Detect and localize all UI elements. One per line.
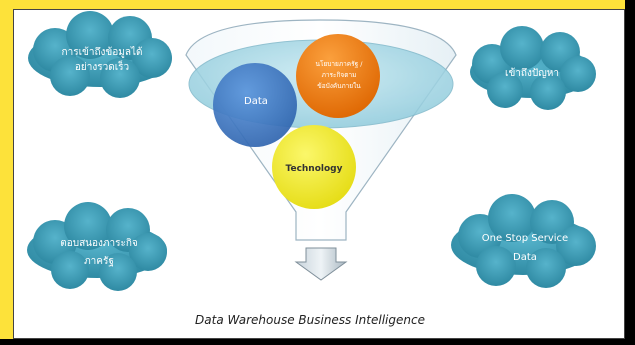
data-circle-label: Data bbox=[244, 96, 268, 107]
cloud-bottom-right-line1: One Stop Service bbox=[482, 233, 568, 244]
cloud-top-right: เข้าถึงปัญหา bbox=[470, 26, 596, 110]
policy-circle bbox=[296, 34, 380, 118]
down-arrow-icon bbox=[294, 247, 348, 281]
cloud-top-left-line2: อย่างรวดเร็ว bbox=[75, 59, 129, 73]
cloud-bottom-left-line2: ภาครัฐ bbox=[84, 256, 114, 267]
data-circle bbox=[213, 63, 297, 147]
yellow-left-band bbox=[0, 0, 13, 345]
cloud-top-left-line1: การเข้าถึงข้อมูลได้ bbox=[62, 46, 143, 58]
cloud-top-right-line1: เข้าถึงปัญหา bbox=[505, 67, 559, 79]
policy-label-line3: ข้อบังคับภายใน bbox=[317, 82, 361, 90]
cloud-bottom-left: ตอบสนองภาระกิจ ภาครัฐ bbox=[27, 202, 167, 291]
technology-circle bbox=[272, 125, 356, 209]
diagram-caption: Data Warehouse Business Intelligence bbox=[195, 313, 425, 327]
cloud-bottom-right: One Stop Service Data bbox=[451, 194, 596, 288]
yellow-top-band bbox=[0, 0, 635, 9]
policy-label-line1: นโยบายภาครัฐ / bbox=[316, 60, 364, 68]
policy-label-line2: ภาระกิจตาม bbox=[322, 71, 357, 79]
cloud-bottom-right-line2: Data bbox=[513, 252, 537, 263]
cloud-bottom-left-line1: ตอบสนองภาระกิจ bbox=[60, 238, 138, 249]
black-bottom-band bbox=[0, 339, 635, 345]
technology-label: Technology bbox=[286, 164, 343, 174]
cloud-top-left: การเข้าถึงข้อมูลได้ อย่างรวดเร็ว bbox=[28, 11, 172, 98]
black-right-band bbox=[625, 0, 635, 345]
